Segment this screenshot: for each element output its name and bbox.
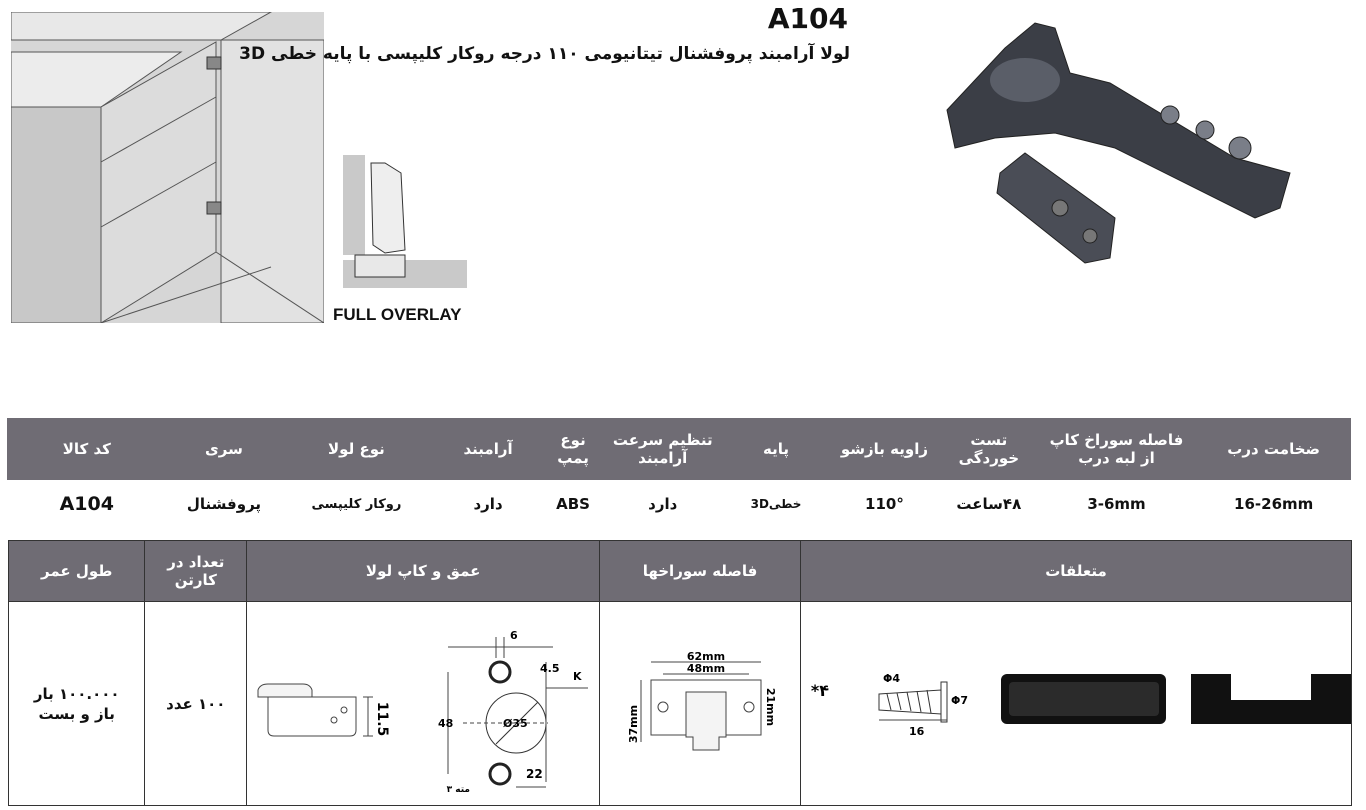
spec-table: کد کالا سری نوع لولا آرامبند نوع پمپ تنظ…: [7, 418, 1351, 528]
cup-offset-label: 6: [510, 629, 518, 642]
spec-value: A104: [59, 493, 114, 515]
spec-header: نوع لولا: [281, 418, 432, 480]
spec-value: دارد: [648, 495, 678, 513]
hole-spacing-cell: 62mm 48mm 37mm 21mm: [599, 601, 801, 806]
accessory-content-row: ۱۰۰.۰۰۰ بار باز و بست ۱۰۰ عدد 11.5 6: [7, 601, 1352, 806]
lifetime-cell: ۱۰۰.۰۰۰ بار باز و بست: [7, 601, 146, 806]
spec-header: آرامبند: [431, 418, 545, 480]
spec-value: پروفشنال: [186, 495, 262, 513]
cup-depth-cell: 11.5 6 Ø35 48 4.5 K 22 مته: [246, 601, 601, 806]
accessory-header: تعداد در کارتن: [144, 540, 248, 602]
spec-value: 3-6mm: [1087, 495, 1146, 513]
k-value-label: 4.5: [540, 662, 560, 675]
spec-header: فاصله سوراخ کاپ از لبه درب: [1036, 418, 1197, 480]
overlay-label: FULL OVERLAY: [333, 305, 462, 324]
product-code: A104: [767, 2, 848, 35]
accessory-header: فاصله سوراخها: [599, 540, 801, 602]
screw-length-label: 16: [909, 725, 925, 738]
spec-header: تنظیم سرعت آرامبند: [601, 418, 725, 480]
accessory-header: متعلقات: [800, 540, 1352, 602]
k-label: K: [573, 670, 582, 683]
hole-side-label: 21mm: [764, 688, 777, 726]
accessories-drawing: ۴* Φ4 Φ7 16: [811, 672, 1351, 738]
spec-value: ABS: [556, 495, 590, 513]
cup-drawing: 11.5 6 Ø35 48 4.5 K 22 مته: [257, 629, 589, 795]
spec-value: دارد: [473, 495, 503, 513]
cup-depth-label: 11.5: [374, 702, 390, 737]
screw-count: ۴*: [811, 681, 829, 700]
spec-value-row: A104 پروفشنال روکار کلیپسی دارد ABS دارد…: [7, 480, 1351, 528]
spec-header-row: کد کالا سری نوع لولا آرامبند نوع پمپ تنظ…: [7, 418, 1351, 480]
spec-header: ضخامت درب: [1196, 418, 1351, 480]
accessory-header: عمق و کاپ لولا: [246, 540, 601, 602]
product-description: لولا آرامبند پروفشنال تیتانیومی ۱۱۰ درجه…: [239, 44, 850, 64]
spec-value: 110°: [865, 495, 904, 513]
quantity-value: ۱۰۰ عدد: [166, 694, 226, 713]
lifetime-value: ۱۰۰.۰۰۰ بار باز و بست: [33, 684, 120, 723]
accessory-header-row: طول عمر تعداد در کارتن عمق و کاپ لولا فا…: [7, 540, 1352, 602]
drill-label: مته ۳: [447, 785, 470, 795]
hole-height-label: 37mm: [627, 705, 640, 743]
hole-inner-label: 48mm: [687, 662, 725, 675]
cup-height-label: 48: [438, 717, 453, 730]
cabinet-illustration: [10, 11, 325, 324]
spec-value: ۴۸ساعت: [956, 495, 1022, 513]
spec-value: روکار کلیپسی: [311, 496, 402, 512]
spec-value: خطی3D: [750, 497, 802, 511]
cup-edge-label: 22: [526, 767, 543, 781]
hinge-photo: [935, 18, 1295, 268]
accessories-cell: ۴* Φ4 Φ7 16: [800, 601, 1352, 806]
accessory-header: طول عمر: [7, 540, 146, 602]
quantity-cell: ۱۰۰ عدد: [144, 601, 248, 806]
overlay-diagram: [343, 155, 467, 288]
screw-head-label: Φ7: [951, 694, 968, 707]
spec-header: تست خوردگی: [940, 418, 1037, 480]
spec-value: 16-26mm: [1234, 495, 1314, 513]
spec-header: پایه: [724, 418, 828, 480]
spec-header: زاویه بازشو: [827, 418, 941, 480]
hole-spacing-drawing: 62mm 48mm 37mm 21mm: [627, 650, 777, 751]
spec-header: نوع پمپ: [544, 418, 602, 480]
hole-outer-label: 62mm: [687, 650, 725, 663]
spec-header: کد کالا: [7, 418, 167, 480]
accessory-table: طول عمر تعداد در کارتن عمق و کاپ لولا فا…: [7, 540, 1352, 806]
screw-shank-label: Φ4: [883, 672, 900, 685]
spec-header: سری: [166, 418, 282, 480]
